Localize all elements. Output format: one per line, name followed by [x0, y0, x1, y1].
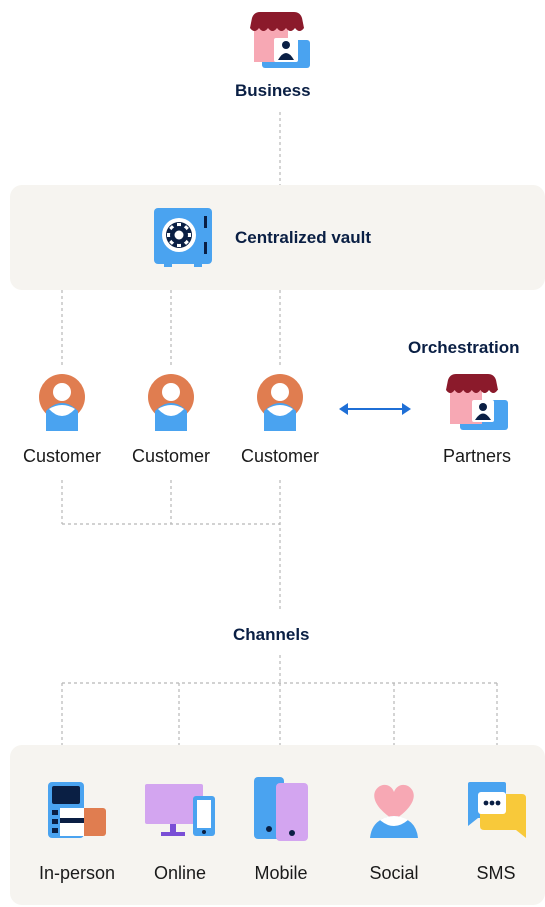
orchestration-label: Orchestration: [408, 338, 520, 357]
partners-label: Partners: [442, 446, 512, 466]
double-arrow-icon: [339, 403, 411, 415]
person-icon: [257, 374, 303, 431]
desktop-icon: [145, 784, 215, 836]
customer-label-2: Customer: [131, 446, 211, 466]
chat-bubble-icon: [468, 782, 526, 838]
person-icon: [39, 374, 85, 431]
vault-label: Centralized vault: [235, 228, 372, 247]
vault-panel: [10, 185, 545, 290]
mobile-phone-icon: [254, 777, 308, 841]
business-label: Business: [235, 81, 311, 100]
channel-label-sms: SMS: [476, 863, 516, 883]
channel-label-mobile: Mobile: [254, 863, 308, 883]
channel-label-online: Online: [153, 863, 207, 883]
customer-label-3: Customer: [240, 446, 320, 466]
pos-terminal-icon: [48, 782, 106, 838]
storefront-icon: [446, 374, 508, 430]
channels-title: Channels: [233, 625, 310, 644]
person-icon: [148, 374, 194, 431]
channel-label-in-person: In-person: [38, 863, 116, 883]
storefront-icon: [250, 12, 310, 68]
safe-icon: [154, 208, 212, 267]
heart-person-icon: [370, 784, 418, 838]
customer-label-1: Customer: [22, 446, 102, 466]
channel-label-social: Social: [369, 863, 419, 883]
